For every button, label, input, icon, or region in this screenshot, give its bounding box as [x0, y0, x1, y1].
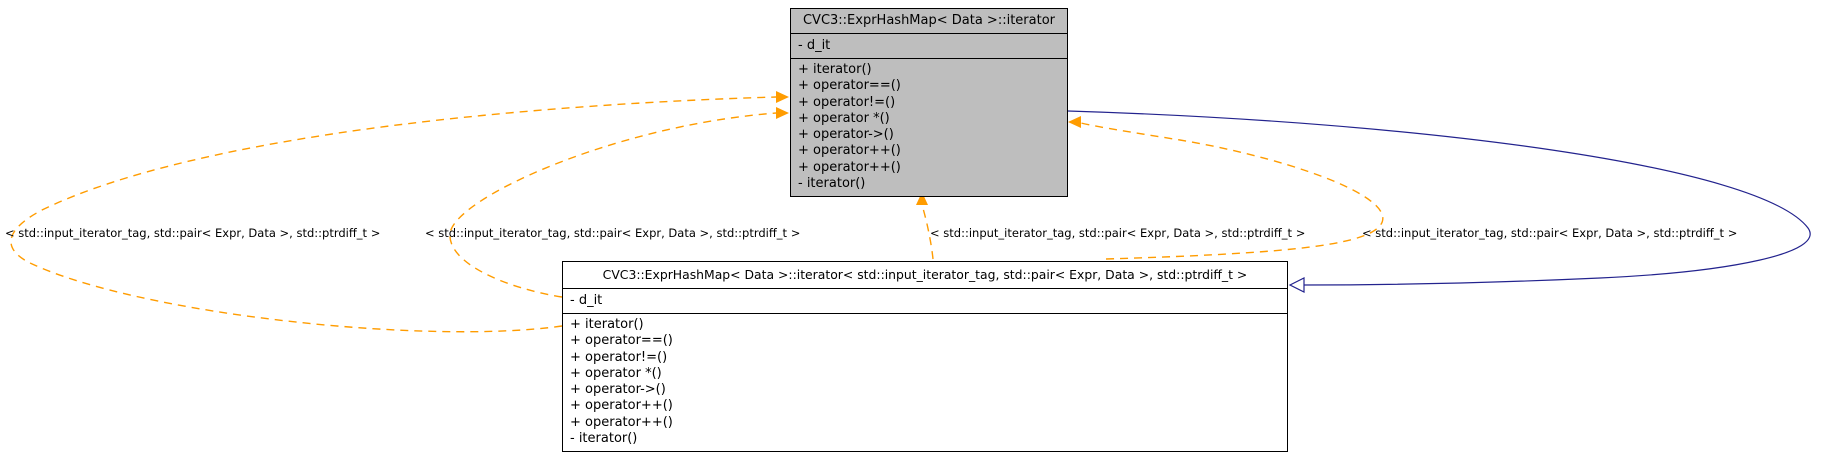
node-method: + operator->() — [798, 127, 894, 143]
node-method: + operator!=() — [798, 94, 896, 110]
node-method: + operator==() — [798, 78, 901, 94]
template-edge-left — [449, 112, 777, 298]
class-node-template[interactable]: CVC3::ExprHashMap< Data >::iterator - d_… — [790, 8, 1068, 198]
template-edge-right — [1080, 122, 1384, 260]
node-method: + iterator() — [570, 317, 644, 332]
node-method: + operator++() — [798, 143, 901, 159]
node-method: + operator++() — [570, 414, 673, 430]
node-method: + iterator() — [798, 62, 872, 77]
node-title[interactable]: CVC3::ExprHashMap< Data >::iterator< std… — [563, 262, 1287, 289]
inheritance-arrowhead-hollow — [1288, 277, 1305, 293]
template-edge-far-left — [10, 96, 777, 333]
edge-label: < std::input_iterator_tag, std::pair< Ex… — [1362, 226, 1738, 240]
node-method: + operator *() — [570, 365, 662, 381]
node-method: - iterator() — [798, 176, 866, 192]
node-method-list: + iterator() + operator==() + operator!=… — [563, 314, 1287, 451]
template-arrowhead-left-2 — [776, 107, 789, 119]
node-method: + operator==() — [570, 333, 673, 349]
template-arrowhead-bottom — [916, 192, 928, 205]
node-method: - iterator() — [570, 431, 638, 447]
node-attribute: - d_it — [563, 289, 1287, 314]
node-title[interactable]: CVC3::ExprHashMap< Data >::iterator — [791, 9, 1067, 34]
template-arrowhead-left-1 — [776, 91, 789, 103]
node-method: + operator *() — [798, 110, 890, 126]
inheritance-edge — [1067, 110, 1811, 286]
node-method: + operator++() — [798, 159, 901, 175]
node-method-list: + iterator() + operator==() + operator!=… — [791, 59, 1067, 196]
node-method: + operator->() — [570, 382, 666, 398]
template-arrowhead-right — [1068, 116, 1081, 128]
class-node-instance[interactable]: CVC3::ExprHashMap< Data >::iterator< std… — [562, 261, 1288, 453]
edge-label: < std::input_iterator_tag, std::pair< Ex… — [930, 226, 1306, 240]
edge-label: < std::input_iterator_tag, std::pair< Ex… — [5, 226, 381, 240]
node-method: + operator!=() — [570, 349, 668, 365]
edge-label: < std::input_iterator_tag, std::pair< Ex… — [425, 226, 801, 240]
template-edge-center — [921, 204, 934, 260]
node-method: + operator++() — [570, 398, 673, 414]
node-attribute: - d_it — [791, 34, 1067, 59]
